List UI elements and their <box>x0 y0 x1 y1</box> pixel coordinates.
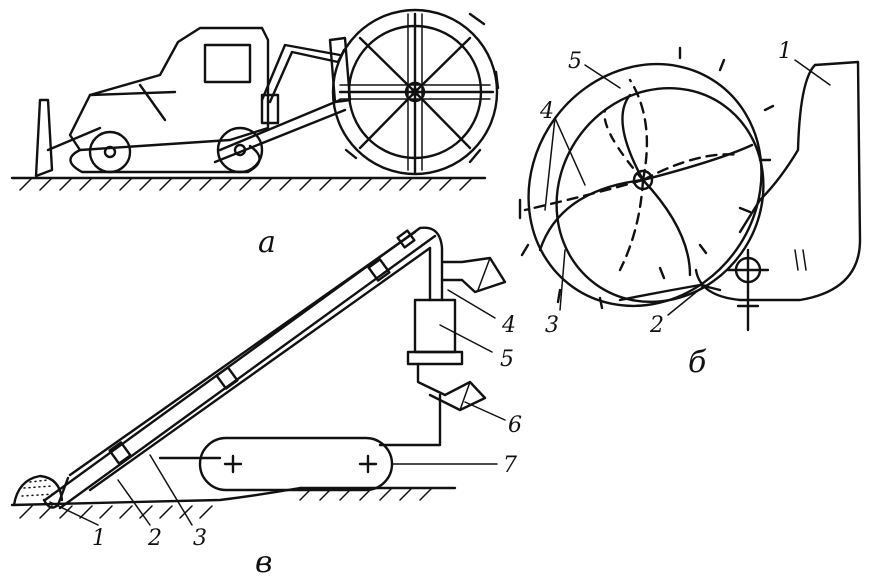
panel-v-conveyor-loader: 4 5 6 7 1 2 3 в <box>10 226 522 576</box>
panel-a-tractor-rotor: а <box>10 8 500 260</box>
panel-a-caption: а <box>258 225 276 260</box>
panel-b-caption: б <box>688 345 707 380</box>
panel-v-label-5: 5 <box>500 347 514 372</box>
panel-v-label-2: 2 <box>147 526 162 551</box>
panel-v-label-1: 1 <box>92 526 106 551</box>
panel-b-label-4: 4 <box>539 99 554 124</box>
panel-v-label-6: 6 <box>508 413 522 438</box>
panel-b-label-1: 1 <box>778 39 792 64</box>
panel-v-label-7: 7 <box>503 453 517 478</box>
panel-v-caption: в <box>255 545 272 576</box>
panel-b-label-3: 3 <box>545 313 559 338</box>
panel-b-label-5: 5 <box>568 49 582 74</box>
panel-b-rotor-disc: 1 5 4 3 2 б <box>518 39 862 380</box>
panel-v-label-3: 3 <box>193 526 207 551</box>
panel-v-label-4: 4 <box>501 313 516 338</box>
panel-b-label-2: 2 <box>649 313 664 338</box>
